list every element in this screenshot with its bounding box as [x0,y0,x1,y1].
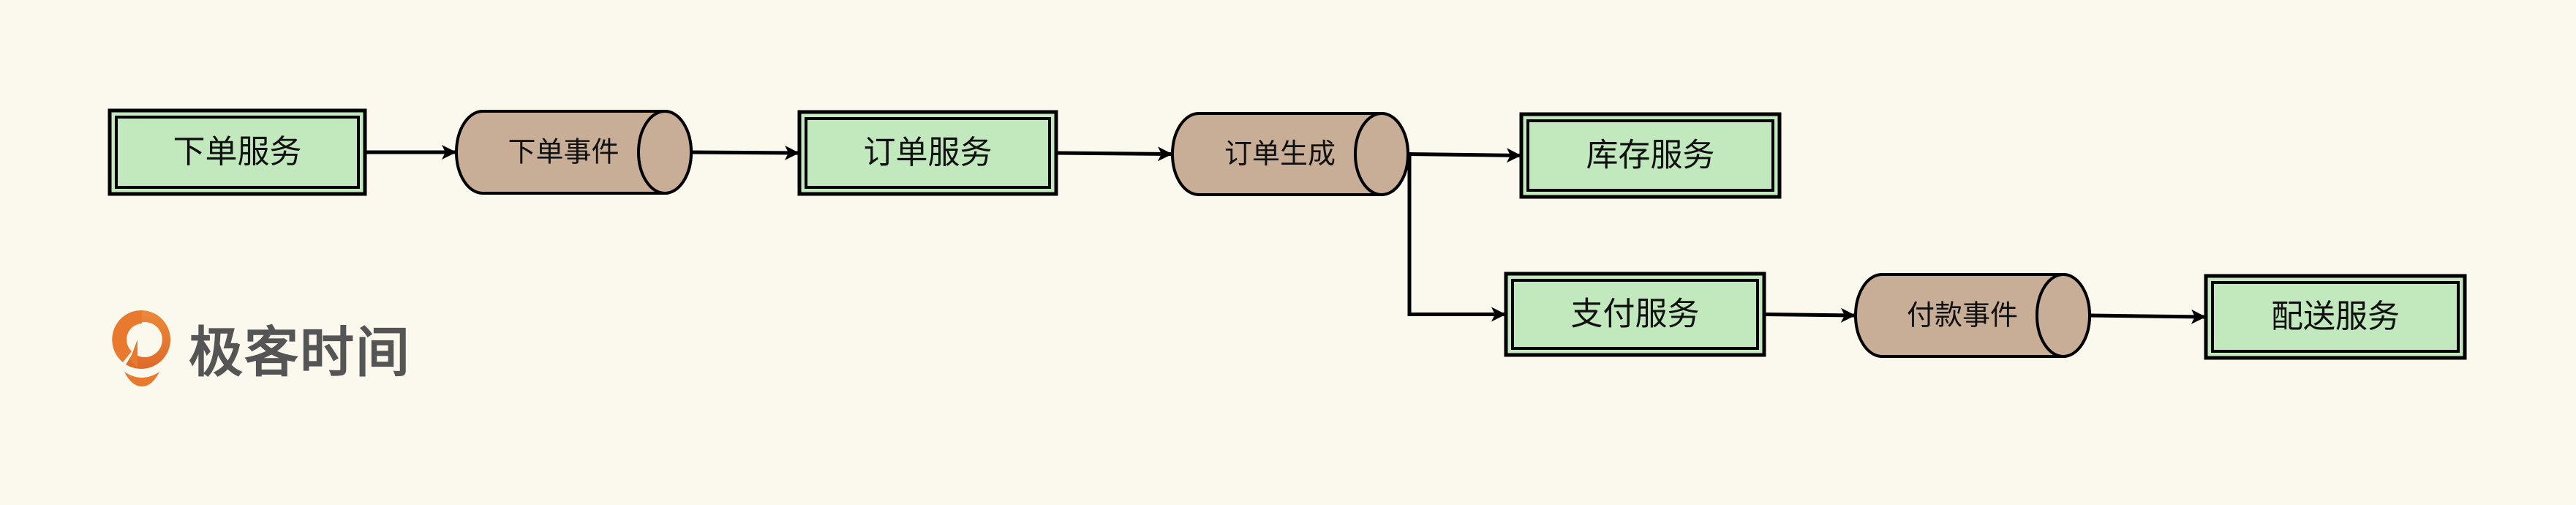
node-label: 配送服务 [2271,298,2400,335]
node-label: 付款事件 [1907,299,2018,332]
node-label: 支付服务 [1571,296,1700,333]
edge-payment-event-to-delivery-service [2089,309,2206,324]
geektime-logo-icon [112,310,171,386]
node-inventory-service: 库存服务 [1519,112,1782,199]
logo-text: 极客时间 [189,321,411,384]
node-label: 库存服务 [1586,137,1715,174]
node-label: 订单服务 [864,134,993,171]
node-order-created: 订单生成 [1171,112,1409,196]
edge-order-mgmt-service-to-order-created [1055,146,1172,162]
node-label: 订单生成 [1224,138,1336,170]
node-order-mgmt-service: 订单服务 [797,110,1058,196]
edge-order-created-to-payment-service [1407,152,1506,322]
node-delivery-service: 配送服务 [2204,274,2467,360]
node-order-service: 下单服务 [108,108,367,196]
node-payment-service: 支付服务 [1504,272,1766,357]
edge-payment-service-to-payment-event [1763,307,1856,323]
node-label: 下单服务 [173,133,302,171]
edge-order-created-to-inventory-service [1407,148,1521,163]
node-payment-event: 付款事件 [1854,273,2091,358]
edge-order-event-to-order-mgmt-service [690,145,799,160]
node-label: 下单事件 [508,136,619,168]
node-order-event: 下单事件 [455,110,693,195]
logo: 极客时间 [108,307,411,388]
